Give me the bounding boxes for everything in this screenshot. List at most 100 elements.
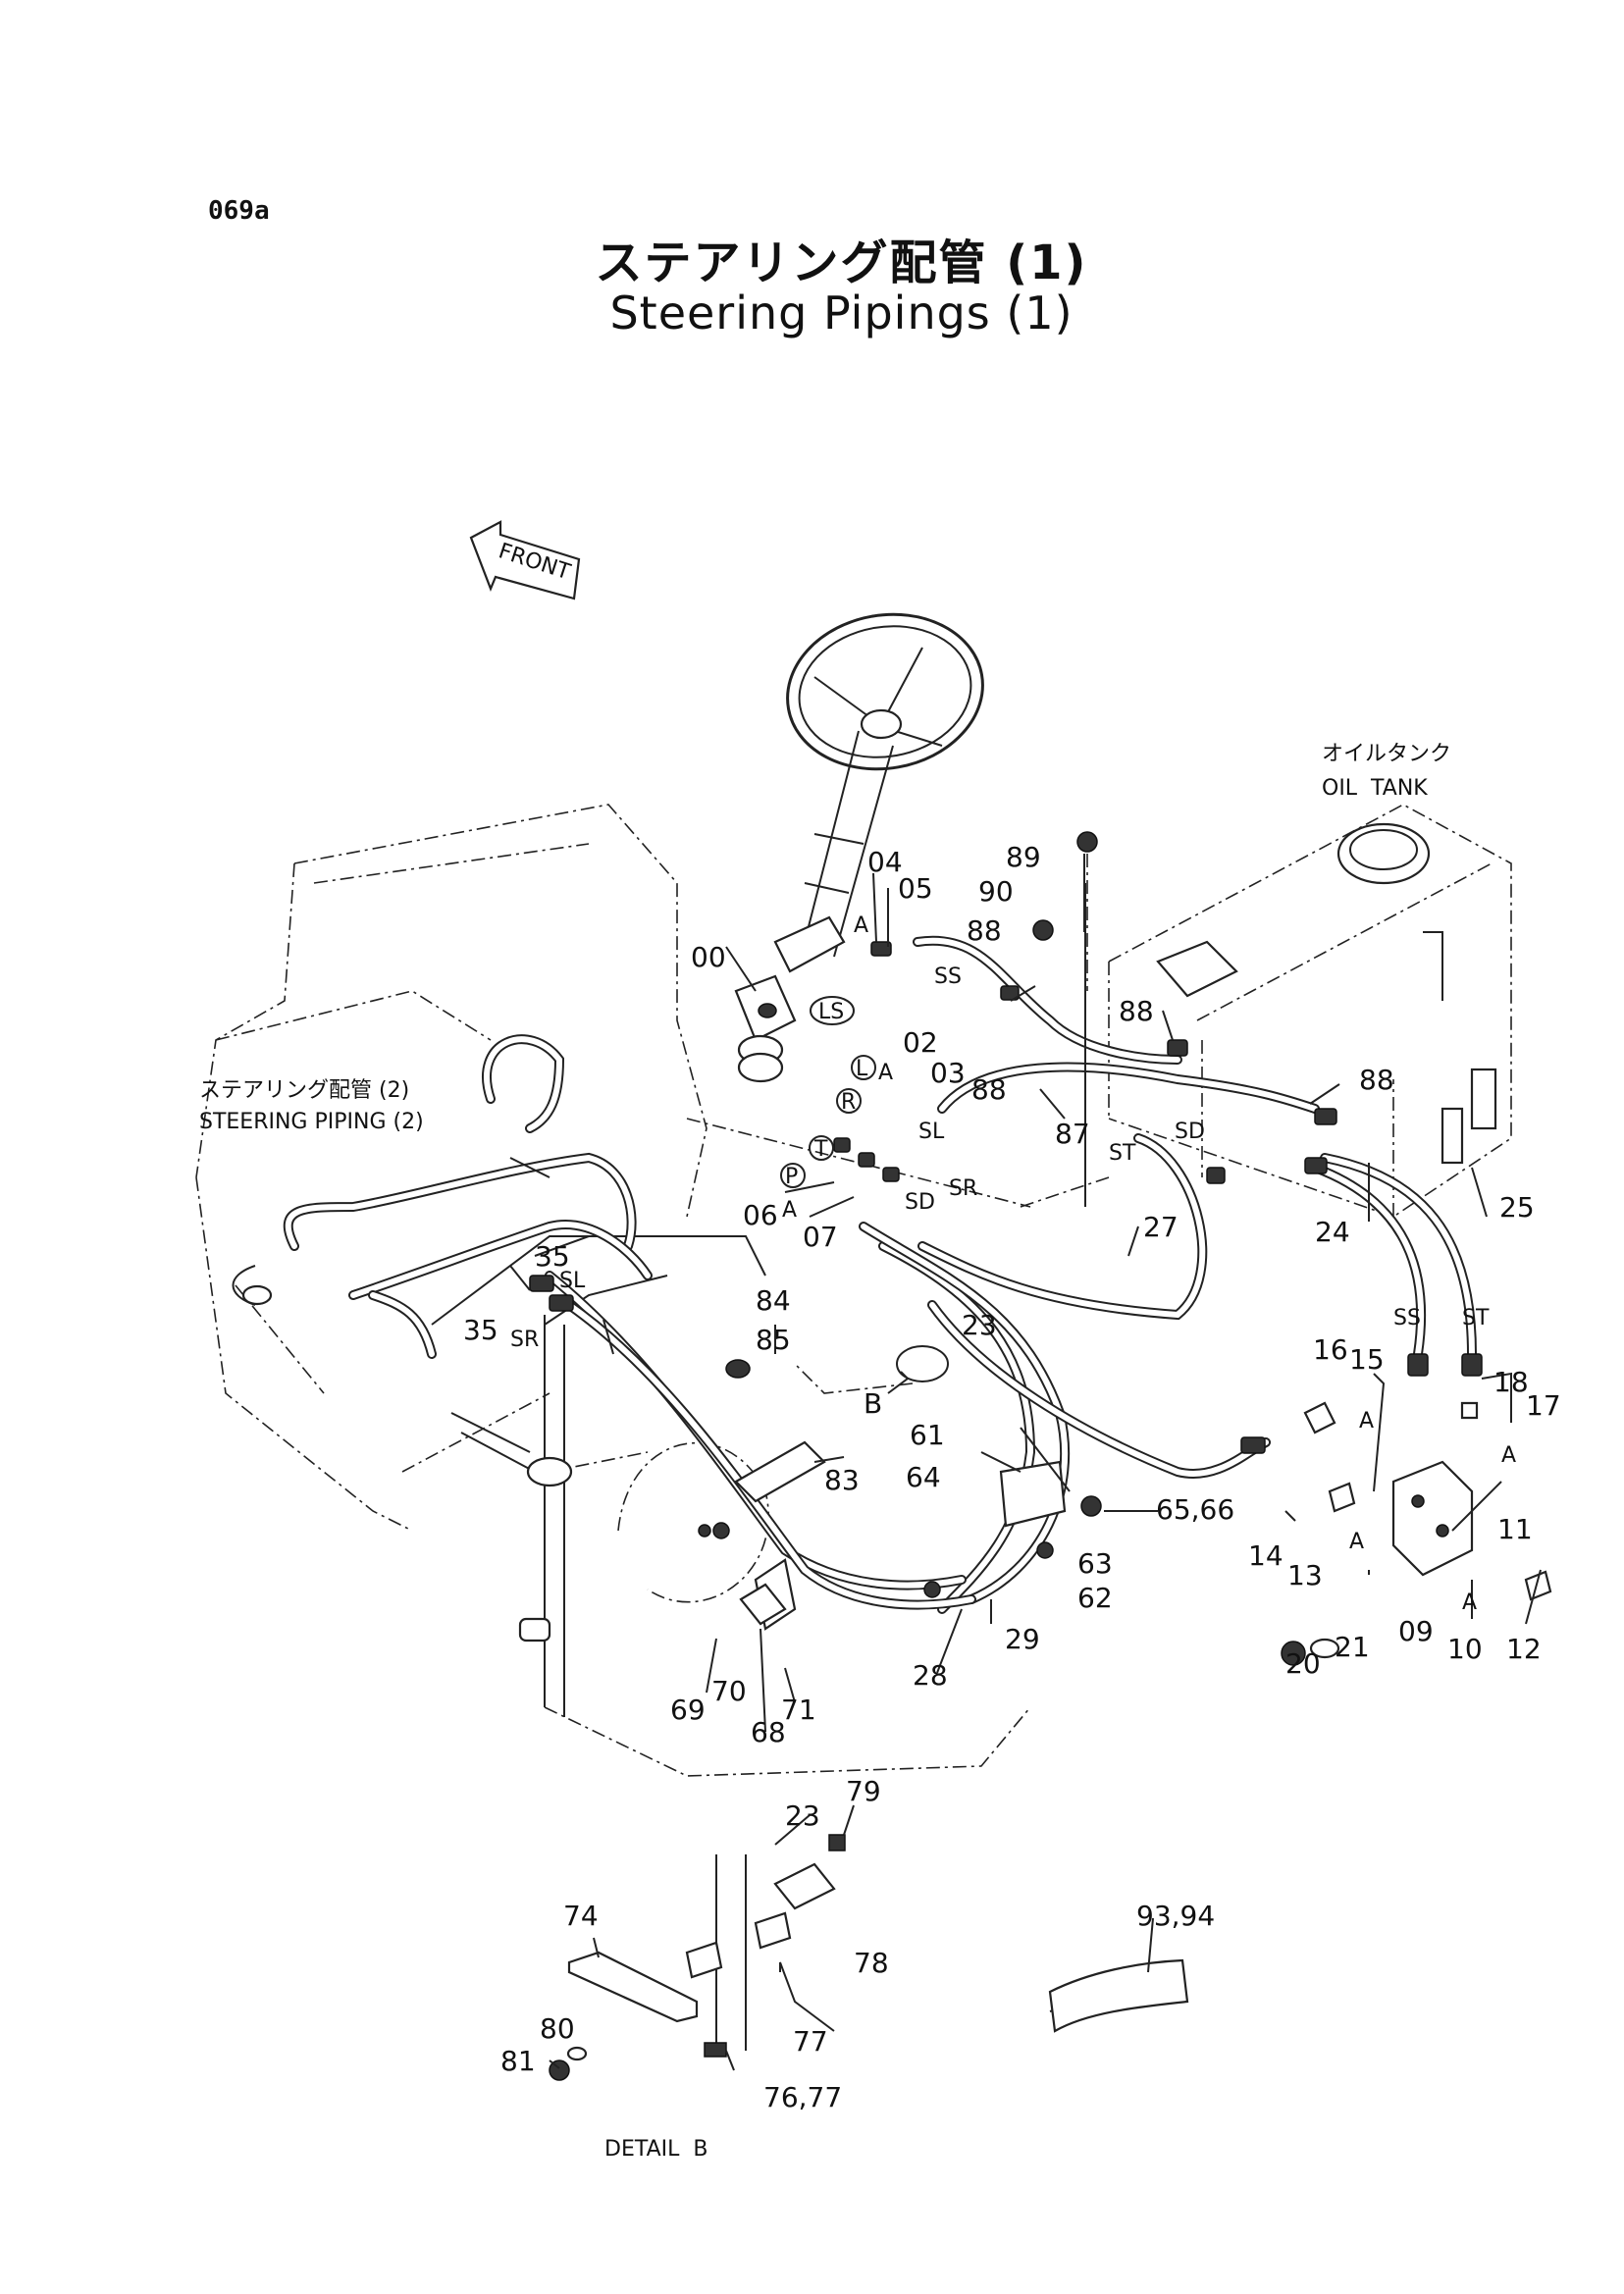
callout-77: 77 xyxy=(793,2025,828,2058)
callout-93-94: 93,94 xyxy=(1136,1900,1215,1932)
port-t: T xyxy=(813,1137,828,1162)
port-sl-lower: SL xyxy=(559,1269,586,1293)
port-st-upper: ST xyxy=(1109,1141,1136,1166)
callout-labels: 00 02 03 04 05 06 07 09 10 11 12 13 14 1… xyxy=(463,841,1561,2113)
port-a-mid: A xyxy=(878,1061,893,1085)
callout-61: 61 xyxy=(910,1419,945,1451)
callout-15: 15 xyxy=(1349,1343,1385,1376)
callout-90: 90 xyxy=(978,875,1014,908)
detail-b-marker: B xyxy=(864,1387,882,1420)
callout-25: 25 xyxy=(1499,1191,1535,1224)
reference-labels: オイルタンク OIL TANK ステアリング配管 (2) STEERING PI… xyxy=(199,742,1451,2162)
port-a-valve-side: A xyxy=(1462,1590,1477,1615)
port-sd-lower: SD xyxy=(905,1190,935,1215)
callout-80: 80 xyxy=(540,2012,575,2045)
callout-16: 16 xyxy=(1313,1333,1348,1366)
port-p: P xyxy=(785,1165,798,1189)
callout-87: 87 xyxy=(1055,1118,1090,1150)
port-sl-upper: SL xyxy=(918,1120,945,1144)
callout-79: 79 xyxy=(846,1775,881,1807)
steering-column xyxy=(773,730,894,973)
callout-69: 69 xyxy=(670,1694,706,1726)
detail-b xyxy=(549,1834,1189,2081)
callout-85: 85 xyxy=(756,1324,791,1356)
callout-17: 17 xyxy=(1526,1389,1561,1422)
port-sr-upper: SR xyxy=(949,1176,977,1201)
callout-65-66: 65,66 xyxy=(1156,1493,1234,1526)
callout-76-77: 76,77 xyxy=(763,2081,842,2113)
port-labels: LS L R T P A A A A A A A SS SS SL SL SR … xyxy=(510,913,1516,1615)
callout-88-mid: 88 xyxy=(971,1073,1007,1106)
callout-23-detail: 23 xyxy=(785,1799,820,1832)
page-title: Steering Pipings (1) xyxy=(609,287,1074,339)
callout-64: 64 xyxy=(906,1461,941,1493)
callout-74: 74 xyxy=(563,1900,599,1932)
callout-10: 10 xyxy=(1447,1633,1483,1665)
detail-b-caption: DETAIL B xyxy=(604,2137,707,2162)
callout-09: 09 xyxy=(1398,1615,1434,1647)
callout-07: 07 xyxy=(803,1221,838,1253)
steering-wheel xyxy=(786,612,984,771)
callout-35-lower: 35 xyxy=(463,1314,498,1346)
callout-29: 29 xyxy=(1005,1623,1040,1655)
callout-88-right: 88 xyxy=(1359,1064,1394,1096)
leader-lines xyxy=(509,872,1542,2071)
callout-81: 81 xyxy=(500,2045,536,2077)
port-r: R xyxy=(841,1090,856,1115)
callout-23: 23 xyxy=(962,1309,997,1341)
callout-06: 06 xyxy=(743,1199,778,1231)
callout-21: 21 xyxy=(1335,1631,1370,1663)
port-a-lower: A xyxy=(782,1198,797,1223)
callout-12: 12 xyxy=(1506,1633,1542,1665)
callout-63: 63 xyxy=(1077,1547,1113,1580)
callout-04: 04 xyxy=(867,846,903,878)
callout-88-tank: 88 xyxy=(1119,995,1154,1027)
callout-27: 27 xyxy=(1143,1211,1179,1243)
hose-group xyxy=(283,935,1477,1614)
port-ss-lower: SS xyxy=(1393,1306,1421,1330)
steering-valve xyxy=(734,974,797,1083)
callout-24: 24 xyxy=(1315,1216,1350,1248)
callout-20: 20 xyxy=(1285,1647,1321,1680)
callout-83: 83 xyxy=(824,1464,860,1496)
callout-18: 18 xyxy=(1493,1366,1529,1398)
port-l: L xyxy=(856,1057,868,1081)
port-sr-lower: SR xyxy=(510,1328,539,1352)
callout-05: 05 xyxy=(898,872,933,905)
callout-03: 03 xyxy=(930,1057,966,1089)
port-a-valve-bottom: A xyxy=(1349,1530,1364,1554)
oil-tank-label-jp: オイルタンク xyxy=(1322,742,1451,766)
port-a-valve-left: A xyxy=(1359,1409,1374,1434)
callout-28: 28 xyxy=(913,1659,948,1692)
callout-89: 89 xyxy=(1006,841,1041,873)
brackets xyxy=(698,831,1102,1631)
page-title-japanese: ステアリング配管 (1) xyxy=(595,235,1088,290)
oil-tank-label: OIL TANK xyxy=(1322,776,1428,801)
callout-14: 14 xyxy=(1248,1539,1283,1572)
callout-70: 70 xyxy=(711,1675,747,1707)
port-a-valve-right: A xyxy=(1501,1443,1516,1468)
port-ls: LS xyxy=(818,1000,844,1024)
callout-11: 11 xyxy=(1497,1513,1533,1545)
port-sd-upper: SD xyxy=(1175,1120,1205,1144)
callout-84: 84 xyxy=(756,1284,791,1317)
port-a-upper: A xyxy=(854,913,868,938)
front-arrow: FRONT xyxy=(469,520,581,600)
hose-fittings xyxy=(529,941,1483,1454)
callout-13: 13 xyxy=(1287,1559,1323,1591)
callout-88-upper: 88 xyxy=(967,914,1002,947)
port-st-lower: ST xyxy=(1462,1306,1490,1330)
chassis-outline xyxy=(195,804,1110,1777)
callout-35-upper: 35 xyxy=(535,1240,570,1273)
callout-00: 00 xyxy=(691,941,726,973)
oil-tank xyxy=(1108,804,1512,1218)
callout-71: 71 xyxy=(781,1694,816,1726)
port-ss-upper: SS xyxy=(934,965,962,989)
callout-68: 68 xyxy=(751,1716,786,1748)
priority-valve xyxy=(1281,1401,1552,1666)
steering-piping-ref-jp: ステアリング配管 (2) xyxy=(199,1078,409,1103)
steering-piping-ref: STEERING PIPING (2) xyxy=(199,1110,424,1134)
callout-78: 78 xyxy=(854,1947,889,1979)
callout-62: 62 xyxy=(1077,1582,1113,1614)
